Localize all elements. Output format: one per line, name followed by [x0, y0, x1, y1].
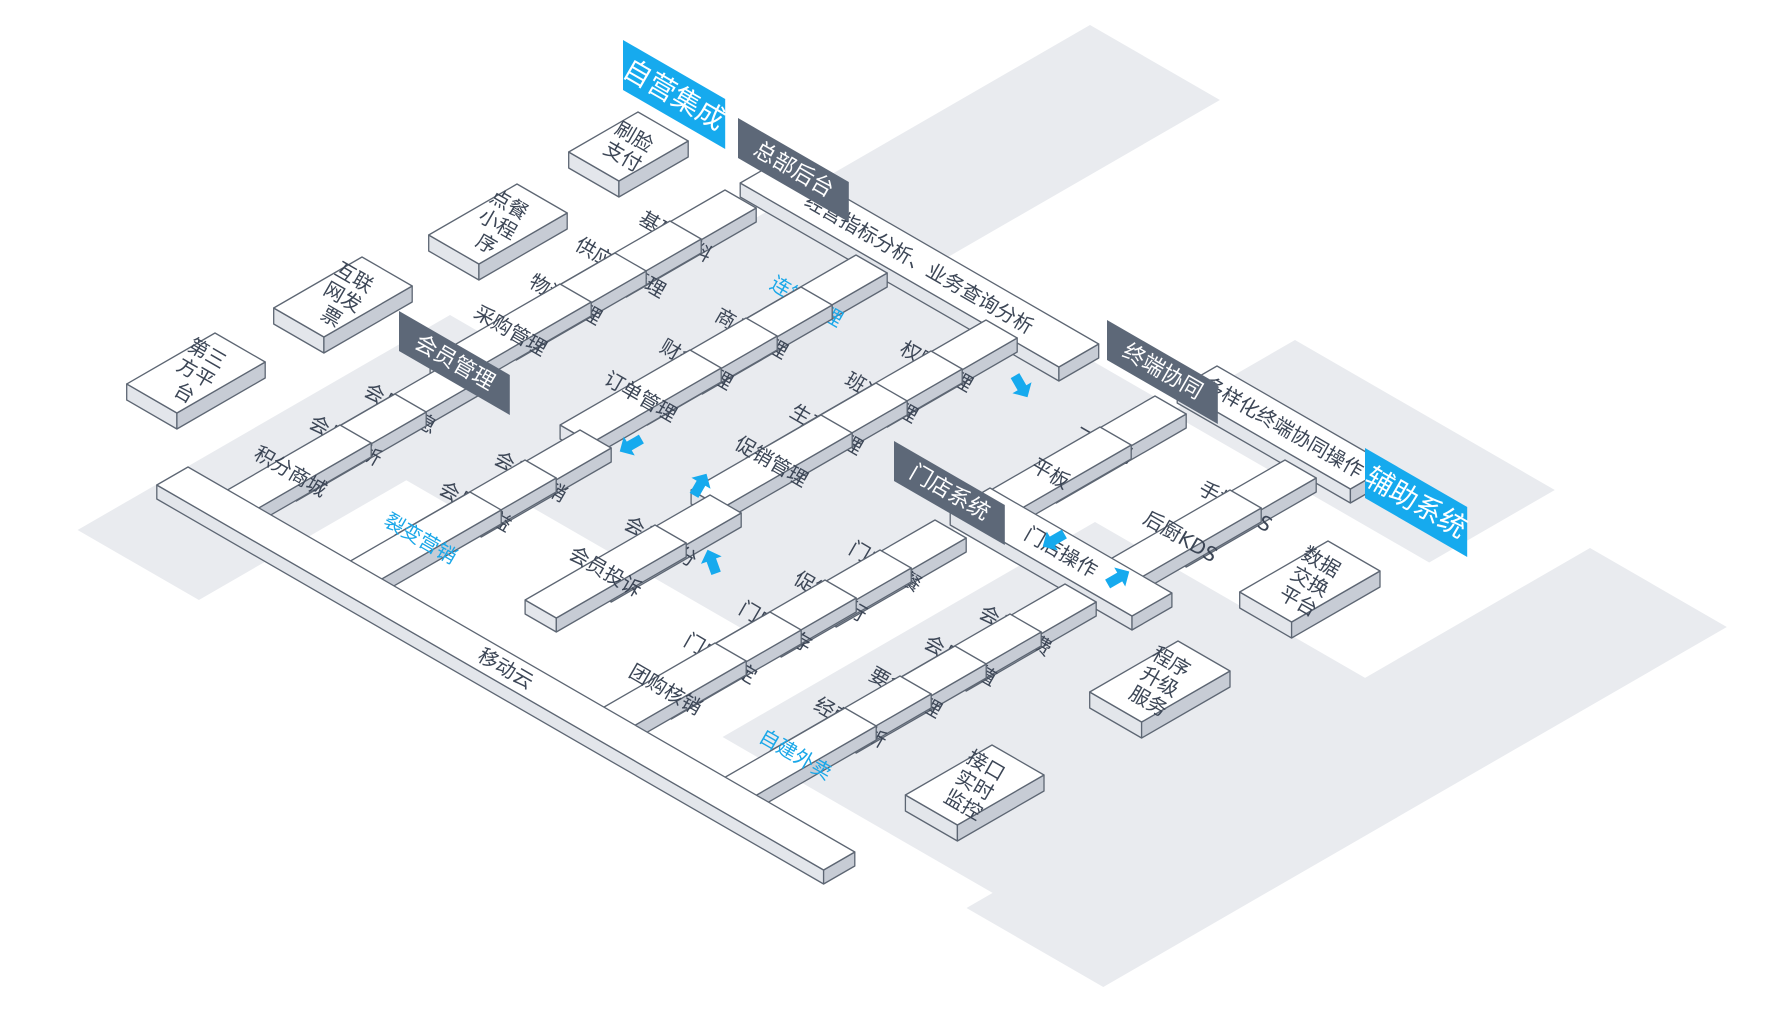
- blocks: 刷脸支付点餐小程序互联网发票第三方平台经营指标分析、业务查询分析基础资料供应链管…: [126, 111, 1391, 885]
- platform-aux: [966, 548, 1727, 987]
- platforms: [77, 25, 1727, 987]
- mobile-cloud-bar: 移动云: [156, 466, 856, 885]
- arrow-hq-to-terminal: [1010, 373, 1032, 398]
- arrow-hq-to-member: [619, 434, 644, 456]
- arrow-store-to-member: [700, 549, 722, 575]
- arrow-member-to-hq: [689, 473, 711, 498]
- platform-store: [722, 522, 1438, 935]
- member-complaint-box: 会员投诉: [524, 524, 687, 633]
- arrow-terminal-to-store: [1042, 529, 1067, 551]
- promotion-box: 促销管理: [690, 414, 853, 523]
- delivery-box: 自建外卖: [714, 707, 877, 816]
- flow-arrows: [619, 373, 1130, 589]
- arrow-store-to-terminal: [1105, 567, 1130, 589]
